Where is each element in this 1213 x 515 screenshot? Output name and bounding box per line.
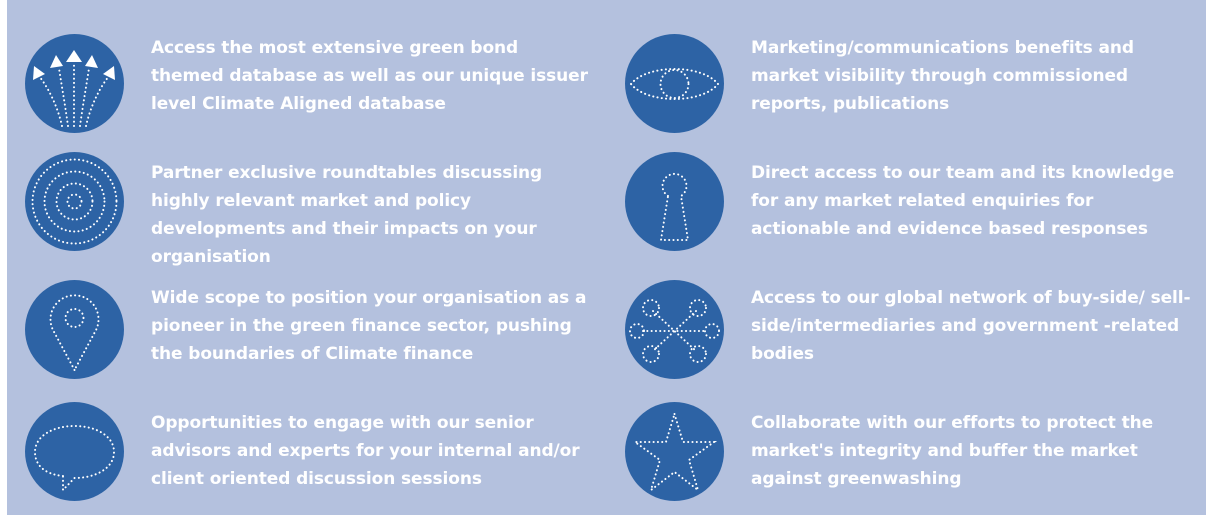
benefit-text: Opportunities to engage with our senior … bbox=[151, 413, 580, 489]
benefit-item-position: Wide scope to position your organisation… bbox=[7, 270, 586, 380]
eye-icon bbox=[625, 34, 724, 133]
arrows-burst-icon bbox=[25, 34, 124, 133]
benefit-item-integrity: Collaborate with our efforts to protect … bbox=[607, 392, 1182, 502]
benefit-item-advisors: Opportunities to engage with our senior … bbox=[7, 392, 582, 502]
benefit-text: Access the most extensive green bond the… bbox=[151, 38, 588, 114]
benefits-panel: Access the most extensive green bond the… bbox=[7, 0, 1206, 515]
speech-bubble-icon bbox=[25, 402, 124, 501]
benefit-text: Collaborate with our efforts to protect … bbox=[751, 413, 1154, 489]
benefit-text: Wide scope to position your organisation… bbox=[151, 288, 587, 364]
benefit-text: Access to our global network of buy-side… bbox=[751, 288, 1191, 364]
star-icon bbox=[625, 402, 724, 501]
benefit-item-roundtables: Partner exclusive roundtables discussing… bbox=[7, 142, 582, 267]
map-pin-icon bbox=[25, 280, 124, 379]
benefit-item-database: Access the most extensive green bond the… bbox=[7, 24, 588, 134]
benefit-text: Marketing/communications benefits and ma… bbox=[751, 38, 1134, 114]
keyhole-icon bbox=[625, 152, 724, 251]
benefit-item-marketing: Marketing/communications benefits and ma… bbox=[607, 24, 1182, 134]
benefit-text: Partner exclusive roundtables discussing… bbox=[151, 163, 543, 267]
concentric-circles-icon bbox=[25, 152, 124, 251]
benefit-text: Direct access to our team and its knowle… bbox=[751, 163, 1175, 239]
network-icon bbox=[625, 280, 724, 379]
benefit-item-network: Access to our global network of buy-side… bbox=[607, 270, 1191, 380]
benefit-item-team-access: Direct access to our team and its knowle… bbox=[607, 142, 1182, 252]
